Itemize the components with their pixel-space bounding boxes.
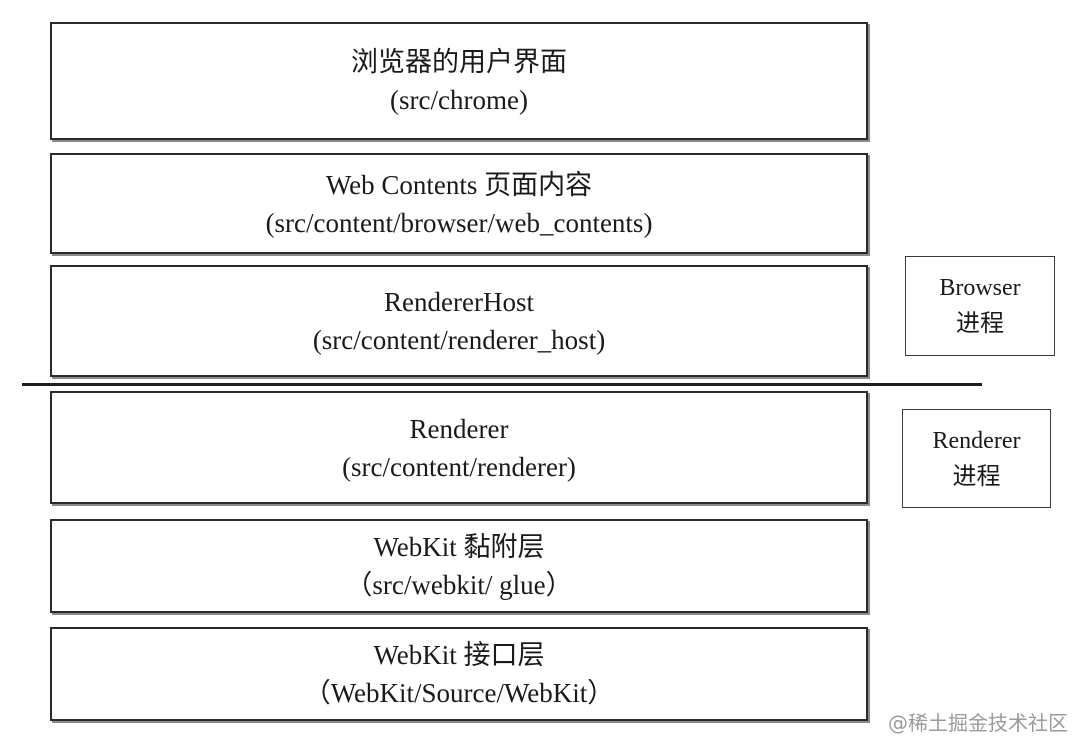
layer-title: Web Contents 页面内容: [325, 169, 593, 200]
layer-renderer: Renderer (src/content/renderer): [50, 391, 868, 504]
layer-renderer-host: RendererHost (src/content/renderer_host): [50, 265, 868, 377]
browser-process-box: Browser 进程: [905, 256, 1055, 356]
layer-title: 浏览器的用户界面: [351, 47, 567, 77]
renderer-process-box: Renderer 进程: [902, 409, 1051, 508]
layer-title: Renderer: [409, 413, 509, 444]
layer-path: (src/content/renderer_host): [312, 325, 606, 355]
layer-path: （WebKit/Source/WebKit）: [303, 678, 615, 708]
layer-web-contents: Web Contents 页面内容 (src/content/browser/w…: [50, 153, 868, 254]
process-divider-line: [22, 383, 982, 386]
layer-path: (src/chrome): [390, 85, 528, 115]
layer-path: (src/content/renderer): [342, 451, 576, 482]
layer-browser-ui: 浏览器的用户界面 (src/chrome): [50, 22, 868, 140]
renderer-process-sublabel: 进程: [952, 463, 1001, 490]
browser-process-sublabel: 进程: [956, 311, 1004, 337]
watermark: @稀土掘金技术社区: [888, 711, 1068, 735]
layer-webkit-interface: WebKit 接口层 （WebKit/Source/WebKit）: [50, 627, 868, 721]
renderer-process-label: Renderer: [932, 427, 1021, 454]
layer-webkit-glue: WebKit 黏附层 （src/webkit/ glue）: [50, 519, 868, 613]
layer-title: WebKit 黏附层: [373, 532, 545, 562]
layer-path: （src/webkit/ glue）: [345, 570, 573, 600]
browser-process-label: Browser: [939, 275, 1021, 301]
layer-path: (src/content/browser/web_contents): [265, 207, 653, 238]
layer-title: WebKit 接口层: [373, 640, 545, 670]
layer-title: RendererHost: [384, 287, 534, 317]
